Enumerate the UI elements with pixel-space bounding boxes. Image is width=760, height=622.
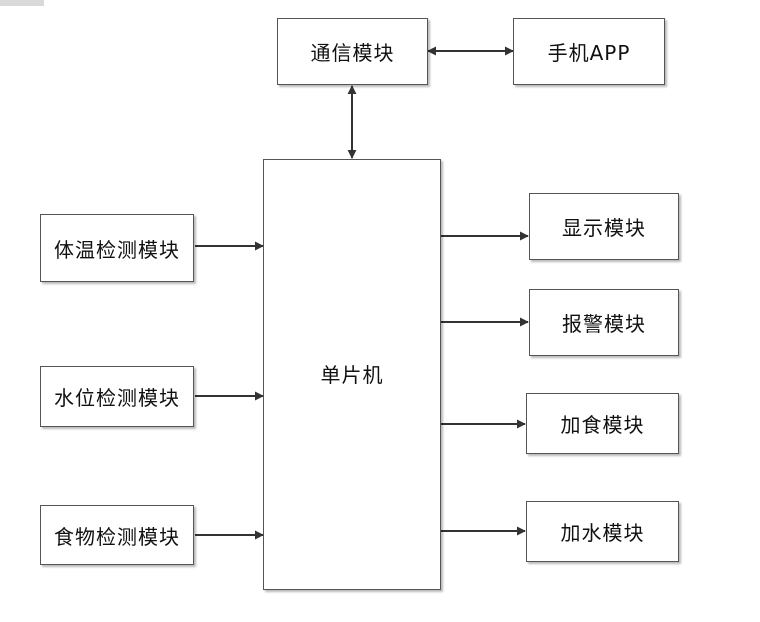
mcu-label: 单片机 <box>320 363 384 387</box>
mcu-box: 单片机 <box>263 159 441 590</box>
display-module-label: 显示模块 <box>562 216 646 240</box>
alarm-module-label: 报警模块 <box>562 312 646 336</box>
alarm-module-box: 报警模块 <box>529 289 679 356</box>
feed-module-label: 加食模块 <box>560 413 645 437</box>
corner-mark <box>0 0 44 6</box>
comm-module-box: 通信模块 <box>277 18 428 85</box>
comm-module-label: 通信模块 <box>310 41 395 65</box>
water-add-module-box: 加水模块 <box>526 501 679 562</box>
phone-app-label: 手机APP <box>547 41 631 65</box>
water-detect-box: 水位检测模块 <box>40 366 194 427</box>
feed-module-box: 加食模块 <box>526 393 679 454</box>
water-add-module-label: 加水模块 <box>560 521 645 545</box>
temp-detect-box: 体温检测模块 <box>40 214 194 282</box>
food-detect-box: 食物检测模块 <box>40 505 194 565</box>
water-detect-label: 水位检测模块 <box>54 386 180 410</box>
phone-app-box: 手机APP <box>513 18 665 85</box>
temp-detect-label: 体温检测模块 <box>54 237 180 262</box>
display-module-box: 显示模块 <box>529 193 679 260</box>
food-detect-label: 食物检测模块 <box>54 524 180 549</box>
